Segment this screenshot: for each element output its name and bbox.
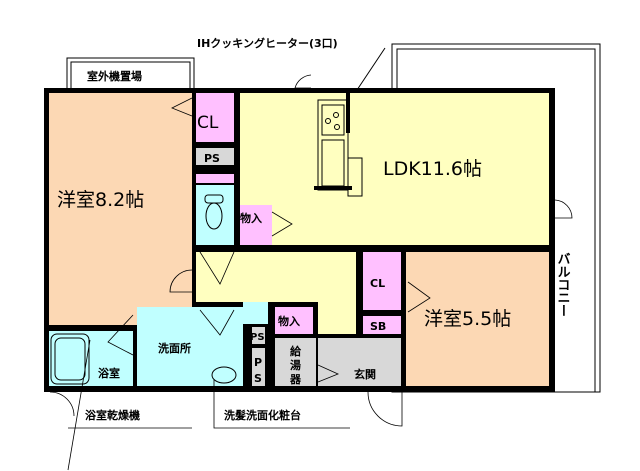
- closet-right: [363, 252, 401, 310]
- balcony-label: バルコニー: [555, 252, 571, 317]
- ps-small: [252, 327, 265, 344]
- toilet-icon: [204, 194, 224, 230]
- ldk-room: [240, 93, 549, 245]
- washroom-upper: [196, 307, 243, 329]
- pink-strip: [196, 174, 234, 183]
- bathroom-label: 浴室: [98, 366, 120, 380]
- ps-lower-p: P: [254, 356, 262, 369]
- door-swings: [49, 74, 573, 427]
- hallway-lower: [318, 252, 356, 334]
- annotation-leaders: [67, 339, 350, 471]
- ps-lower-s: S: [254, 372, 262, 385]
- bathtub-icon: [50, 333, 90, 385]
- water-heater-label-2: 湯: [290, 358, 301, 372]
- entrance-label: 玄関: [354, 367, 376, 381]
- storage-2-label: 物入: [278, 314, 300, 328]
- ps-lower: [252, 348, 265, 386]
- storage-2-area: [275, 307, 313, 334]
- ldk-label: LDK11.6帖: [383, 158, 482, 180]
- shoe-box-label: SB: [370, 320, 386, 333]
- vanity-label: 洗髪洗面化粧台: [224, 408, 301, 422]
- closet-top: [196, 93, 234, 142]
- western-room-2-label: 洋室5.5帖: [424, 308, 511, 330]
- entrance-area: [318, 338, 401, 386]
- ps-top: [196, 148, 234, 165]
- storage-1-area: [240, 205, 272, 245]
- western-room-1: [49, 93, 192, 325]
- ps-small-label: PS: [250, 332, 265, 343]
- washroom-label: 洗面所: [158, 341, 191, 355]
- western-room-1-label: 洋室8.2帖: [57, 189, 144, 211]
- kitchen-wall-base: [314, 186, 352, 190]
- closet-right-label: CL: [370, 277, 385, 290]
- western-room-2: [406, 252, 549, 386]
- sink-icon: [211, 366, 237, 384]
- kitchen-wall: [346, 93, 350, 133]
- kitchen-counter: [317, 99, 363, 197]
- storage-1-label: 物入: [240, 211, 262, 225]
- water-heater-label-3: 器: [289, 373, 302, 386]
- ih-heater-label: IHクッキングヒーター(3口): [197, 36, 338, 50]
- closet-top-label: CL: [197, 113, 219, 133]
- water-heater-label-1: 給: [290, 344, 302, 358]
- bathroom: [49, 331, 133, 386]
- water-heater-area: [275, 338, 316, 386]
- ps-top-label: PS: [204, 152, 220, 165]
- shoe-box: [363, 316, 401, 334]
- outdoor-unit-label: 室外機置場: [87, 69, 142, 83]
- washroom-nook: [243, 302, 268, 324]
- toilet-room: [196, 185, 234, 245]
- bath-dryer-label: 浴室乾燥機: [85, 408, 140, 422]
